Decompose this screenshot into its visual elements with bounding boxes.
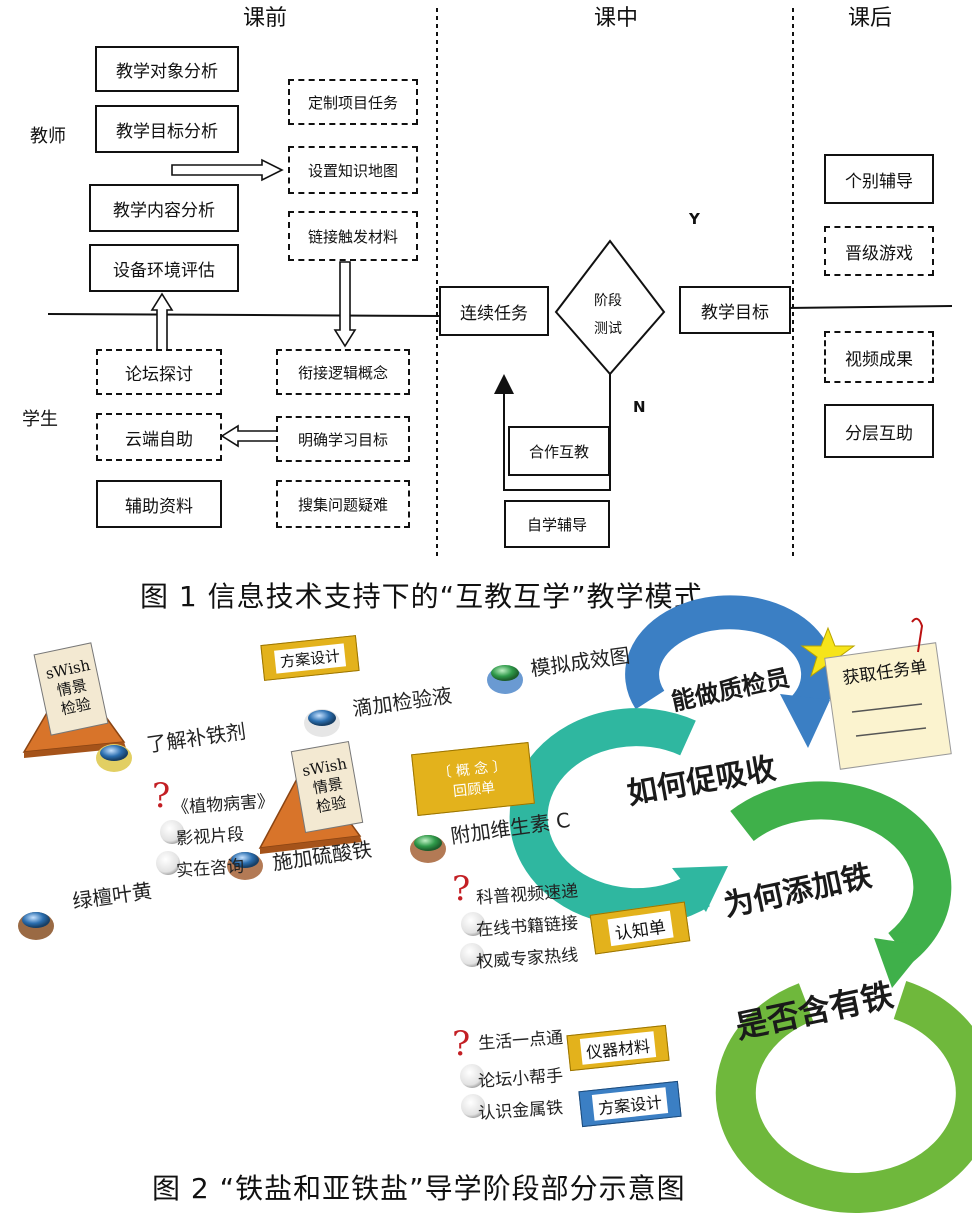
box-individual-tutoring: 个别辅导: [824, 154, 934, 204]
box-content-analysis: 教学内容分析: [89, 184, 239, 232]
concept-card-bottom: 回顾单: [452, 779, 496, 801]
box-learner-analysis: 教学对象分析: [95, 46, 239, 92]
box-cloud-self-help: 云端自助: [96, 413, 222, 461]
box-environment-assessment: 设备环境评估: [89, 244, 239, 292]
plan-card-top-label: 方案设计: [273, 642, 347, 674]
header-in-class: 课中: [594, 6, 639, 31]
box-custom-task: 定制项目任务: [288, 79, 418, 125]
list1-item-3: 实在咨询: [175, 856, 245, 882]
box-video-results: 视频成果: [824, 331, 934, 383]
box-goal-analysis: 教学目标分析: [95, 105, 239, 153]
svg-text:?: ?: [152, 776, 170, 816]
svg-text:?: ?: [452, 869, 470, 909]
diamond-label-2: 测试: [594, 321, 622, 337]
box-continuous-task: 连续任务: [439, 286, 549, 336]
label-no: N: [633, 398, 646, 416]
box-level-game: 晋级游戏: [824, 226, 934, 276]
box-cooperate: 合作互教: [508, 426, 610, 476]
box-aux-materials: 辅助资料: [96, 480, 222, 528]
role-teacher: 教师: [30, 126, 66, 147]
figure-2-caption: 图 2 “铁盐和亚铁盐”导学阶段部分示意图: [152, 1172, 686, 1205]
plan-card-bottom-label: 方案设计: [591, 1087, 669, 1121]
header-post-class: 课后: [848, 6, 893, 31]
concept-review-card: 〔 概 念 〕 回顾单: [411, 742, 535, 816]
box-trigger-materials: 链接触发材料: [288, 211, 418, 261]
box-teaching-goal: 教学目标: [679, 286, 791, 334]
box-tiered-mutual-help: 分层互助: [824, 404, 934, 458]
step-button-1: [96, 744, 132, 772]
role-student: 学生: [22, 409, 58, 430]
figure-1-lines: [47, 8, 953, 560]
box-link-logic: 衔接逻辑概念: [276, 349, 410, 395]
swish-card-1: sWish 情景 检验: [39, 655, 106, 722]
header-pre-class: 课前: [243, 6, 288, 31]
instrument-card-label: 仪器材料: [579, 1031, 657, 1065]
swish-card-2: sWish 情景 检验: [295, 754, 360, 820]
diamond-label-1: 阶段: [594, 293, 622, 309]
box-clarify-goal: 明确学习目标: [276, 416, 410, 462]
box-knowledge-map: 设置知识地图: [288, 146, 418, 194]
label-yes: Y: [689, 210, 700, 228]
list1-item-2: 影视片段: [175, 824, 245, 850]
box-forum-discussion: 论坛探讨: [96, 349, 222, 395]
cognition-card-label: 认知单: [606, 910, 674, 946]
box-self-guide: 自学辅导: [504, 500, 610, 548]
figure-1-caption: 图 1 信息技术支持下的“互教互学”教学模式: [140, 580, 703, 613]
svg-text:?: ?: [452, 1024, 470, 1064]
box-collect-questions: 搜集问题疑难: [276, 480, 410, 528]
